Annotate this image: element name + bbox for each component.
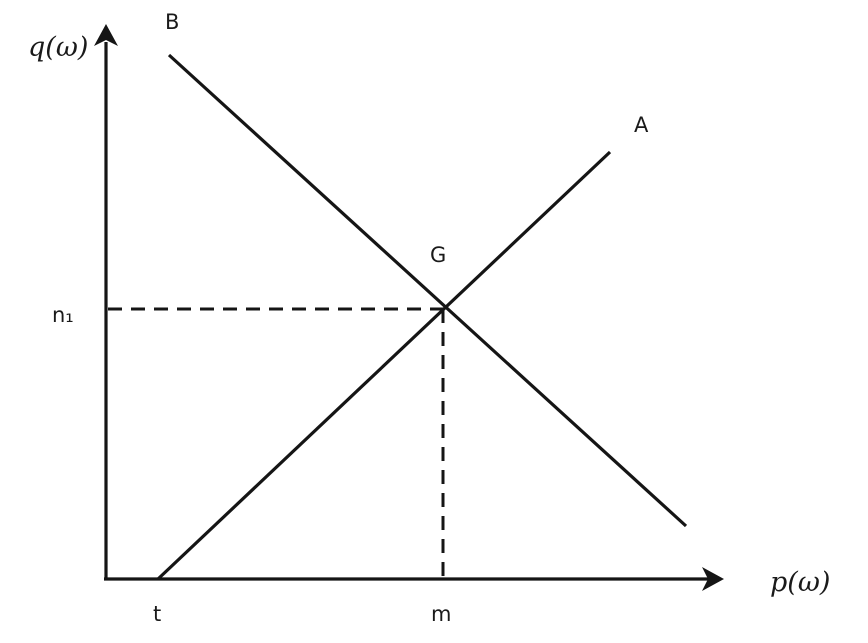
x-tick-label-m: m	[431, 602, 451, 626]
intersection-label: G	[430, 243, 446, 267]
x-axis-label: p(ω)	[770, 567, 830, 598]
x-tick-label-t: t	[153, 602, 161, 626]
line-a	[156, 150, 612, 581]
line-b-label: B	[165, 10, 179, 34]
x-axis-arrowhead	[702, 567, 724, 591]
y-axis-arrowhead	[94, 24, 118, 46]
y-tick-label-n1: n₁	[52, 303, 74, 327]
line-b	[167, 53, 688, 528]
line-a-label: A	[634, 113, 649, 137]
y-axis-label: q(ω)	[28, 32, 88, 63]
